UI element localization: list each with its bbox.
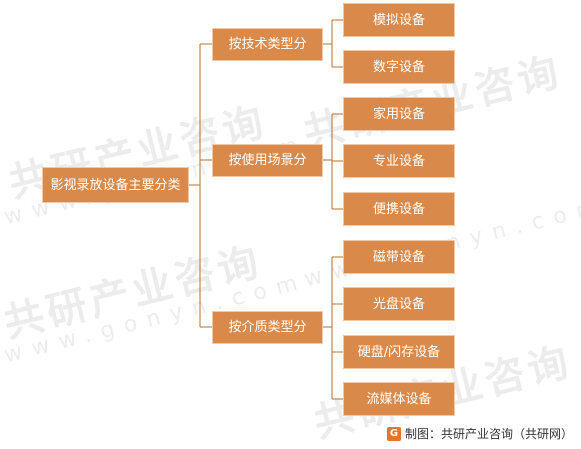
leaf-portable-node: 便携设备 <box>344 193 454 225</box>
leaf-harddisk-flash-node: 硬盘/闪存设备 <box>344 336 454 368</box>
category-medium-node: 按介质类型分 <box>213 312 322 343</box>
leaf-digital-node: 数字设备 <box>344 51 454 83</box>
brand-logo-icon: G <box>386 426 401 441</box>
leaf-disc-node: 光盘设备 <box>344 288 454 320</box>
leaf-tape-node: 磁带设备 <box>344 241 454 273</box>
leaf-streaming-node: 流媒体设备 <box>344 383 454 415</box>
footer-credit: G 制图：共研产业咨询（共研网） <box>386 425 573 442</box>
leaf-home-node: 家用设备 <box>344 98 454 130</box>
category-technology-node: 按技术类型分 <box>213 29 322 60</box>
leaf-professional-node: 专业设备 <box>344 145 454 177</box>
footer-text: 制图：共研产业咨询（共研网） <box>404 427 573 441</box>
root-node: 影视录放设备主要分类 <box>43 168 188 202</box>
leaf-analog-node: 模拟设备 <box>344 4 454 36</box>
category-scenario-node: 按使用场景分 <box>213 145 322 176</box>
